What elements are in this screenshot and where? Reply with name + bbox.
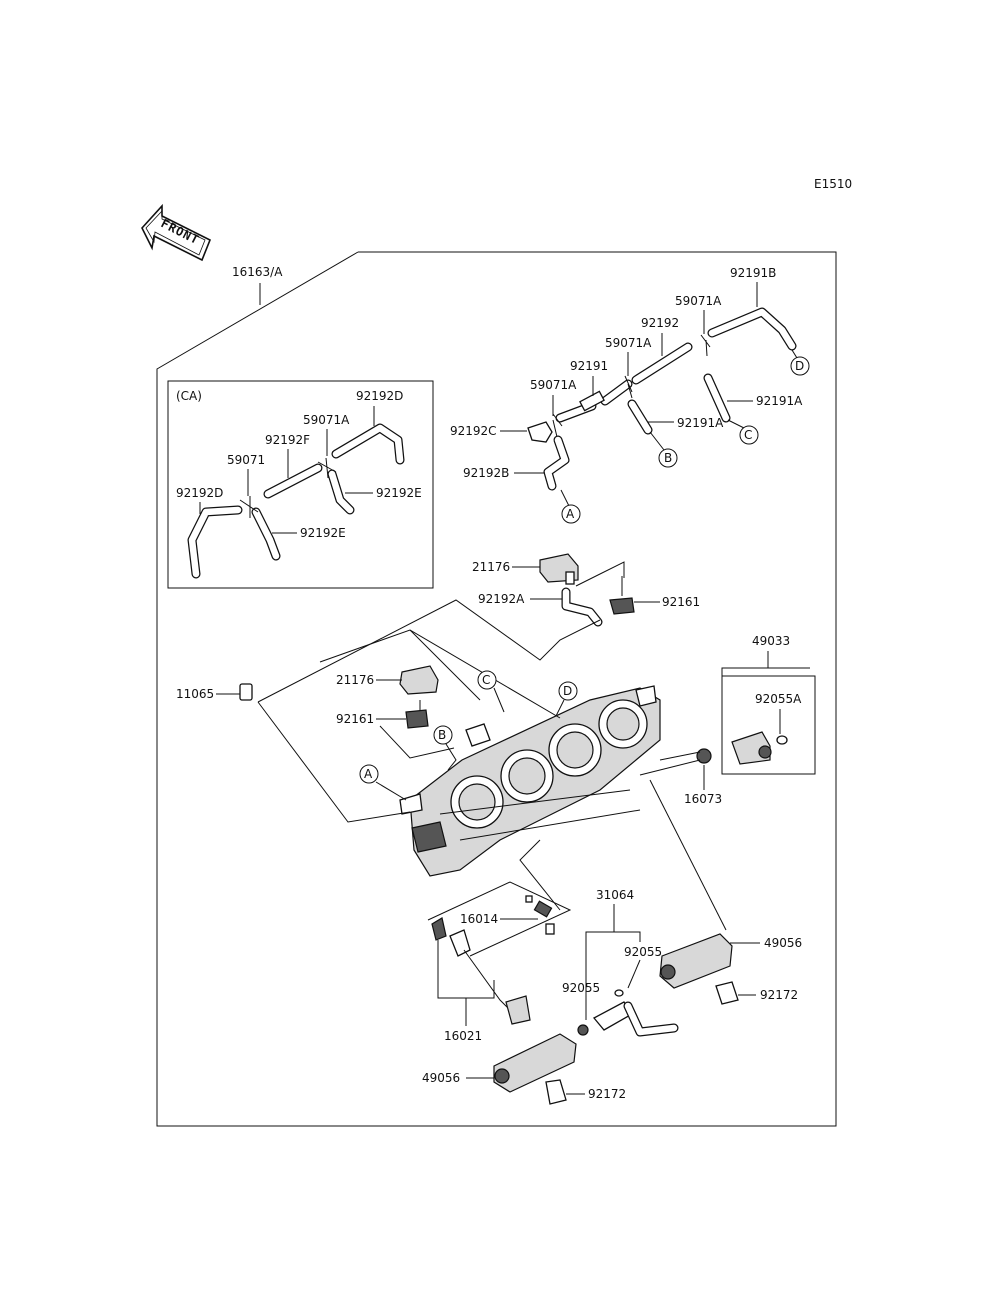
label-ca-92192d-left: 92192D: [176, 486, 223, 500]
ca-hose-assembly: [187, 423, 405, 579]
label-ca-92192e-right: 92192E: [376, 486, 422, 500]
label-ca-59071a: 59071A: [303, 413, 350, 427]
label-92192a: 92192A: [478, 592, 525, 606]
label-49056-left: 49056: [422, 1071, 460, 1085]
label-16073: 16073: [684, 792, 722, 806]
label-59071a-2: 59071A: [605, 336, 652, 350]
label-ca-92192f: 92192F: [265, 433, 310, 447]
label-ca-92192e-bottom: 92192E: [300, 526, 346, 540]
svg-text:D: D: [563, 684, 572, 698]
svg-text:B: B: [664, 451, 672, 465]
fuel-pipe-31064: [577, 989, 679, 1037]
svg-text:A: A: [364, 767, 373, 781]
label-49033: 49033: [752, 634, 790, 648]
label-92161-top: 92161: [662, 595, 700, 609]
callout-b-mid: [433, 725, 453, 745]
map-sensor-mid: [399, 665, 439, 729]
screw-16014: [525, 895, 555, 935]
label-92192b: 92192B: [463, 466, 509, 480]
leader-throttle-assembly: [257, 701, 411, 823]
label-31064: 31064: [596, 888, 634, 902]
callout-a-top: [561, 504, 581, 524]
label-92172-left: 92172: [588, 1087, 626, 1101]
vacuum-hose-assembly: [527, 307, 797, 491]
label-92161-mid: 92161: [336, 712, 374, 726]
svg-text:B: B: [438, 728, 446, 742]
fuel-injector: [731, 731, 788, 765]
front-arrow-icon: FRONT: [141, 203, 212, 262]
label-92172-right: 92172: [760, 988, 798, 1002]
map-sensor-top: [539, 553, 635, 627]
svg-text:C: C: [482, 673, 490, 687]
cap-11065: [239, 683, 253, 701]
callout-c-mid: [477, 670, 497, 690]
label-21176-top: 21176: [472, 560, 510, 574]
label-92191b: 92191B: [730, 266, 776, 280]
svg-text:D: D: [795, 359, 804, 373]
throttle-body: [399, 685, 661, 877]
label-16014: 16014: [460, 912, 498, 926]
label-92055a: 92055A: [755, 692, 802, 706]
label-59071a-1: 59071A: [530, 378, 577, 392]
sensor-16021: [431, 917, 531, 1025]
svg-text:A: A: [566, 507, 575, 521]
fuel-rail-left: [493, 1033, 577, 1105]
label-92191a-2: 92191A: [756, 394, 803, 408]
callout-d-top: [790, 356, 810, 376]
label-92191a-1: 92191A: [677, 416, 724, 430]
callout-d-mid: [558, 681, 578, 701]
ca-variant-box: [167, 380, 434, 589]
label-11065: 11065: [176, 687, 214, 701]
callout-b-top: [658, 448, 678, 468]
label-59071a-3: 59071A: [675, 294, 722, 308]
washer-16073: [696, 748, 712, 764]
assembly-frame: [156, 251, 837, 1127]
label-92192c: 92192C: [450, 424, 497, 438]
label-ca-59071: 59071: [227, 453, 265, 467]
label-92192: 92192: [641, 316, 679, 330]
label-92055-right: 92055: [624, 945, 662, 959]
label-16021: 16021: [444, 1029, 482, 1043]
callout-c-top: [739, 425, 759, 445]
label-92055-left: 92055: [562, 981, 600, 995]
ca-title: (CA): [176, 389, 202, 403]
label-ca-92192d-top: 92192D: [356, 389, 403, 403]
label-16163a: 16163/A: [232, 265, 283, 279]
fuel-rail-right: [659, 933, 739, 1005]
label-49056-right: 49056: [764, 936, 802, 950]
diagram-code: E1510: [814, 177, 852, 191]
label-92191: 92191: [570, 359, 608, 373]
callout-a-mid: [359, 764, 379, 784]
svg-text:C: C: [744, 428, 752, 442]
injector-box: [721, 675, 816, 775]
label-21176-mid: 21176: [336, 673, 374, 687]
